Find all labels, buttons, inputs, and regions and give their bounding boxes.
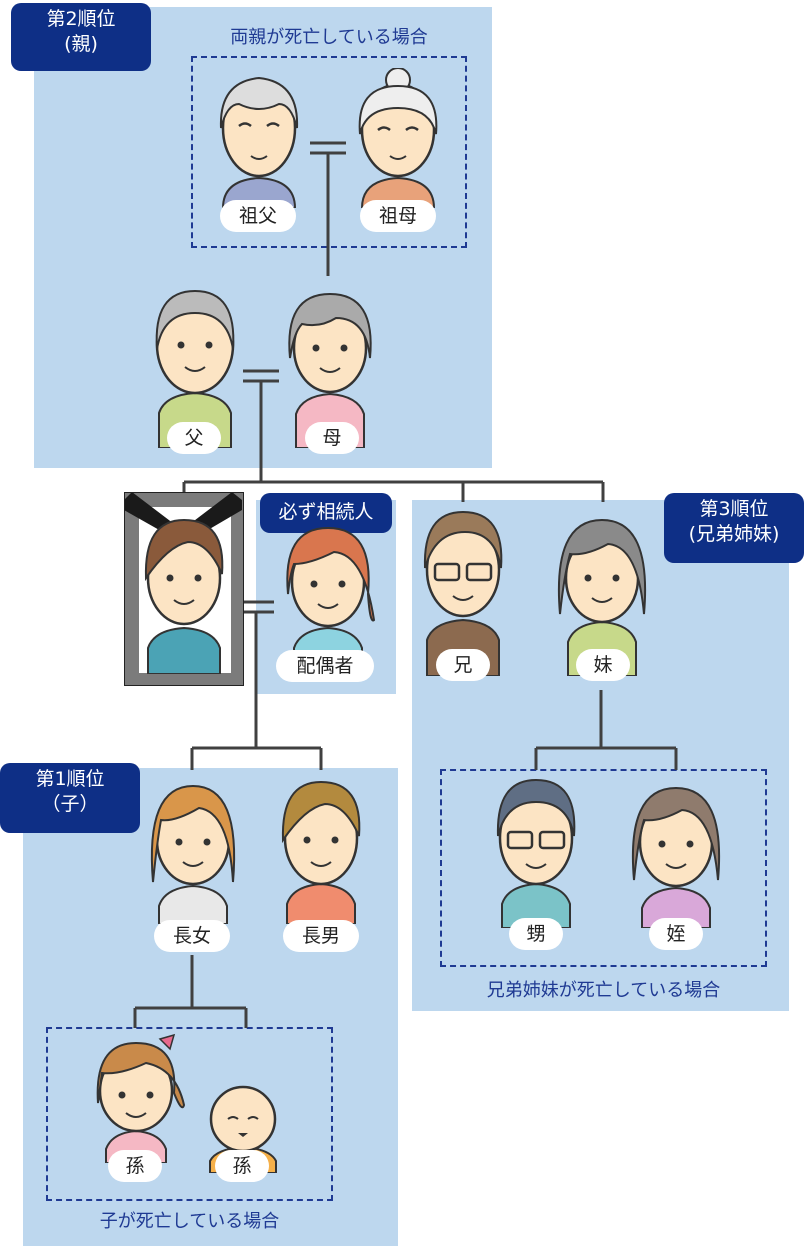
grandmother-illustration	[358, 68, 438, 208]
grandchildren-group	[46, 1027, 333, 1201]
label-older-brother: 兄	[436, 649, 490, 681]
eldest-son-illustration	[281, 780, 361, 924]
label-grandfather: 祖父	[220, 200, 296, 232]
rank3-badge: 第3順位(兄弟姉妹)	[664, 493, 804, 563]
label-eldest-son: 長男	[283, 920, 359, 952]
deceased-person-illustration	[144, 518, 224, 674]
niece-illustration	[631, 786, 721, 928]
label-spouse: 配偶者	[276, 650, 374, 682]
label-grandchild-2: 孫	[215, 1150, 269, 1182]
nephew-illustration	[496, 778, 576, 928]
mother-illustration	[288, 292, 372, 448]
label-father: 父	[167, 422, 221, 454]
label-grandmother: 祖母	[360, 200, 436, 232]
eldest-daughter-illustration	[150, 784, 236, 924]
grandchild-girl-illustration	[96, 1033, 186, 1163]
caption-siblings-deceased: 兄弟姉妹が死亡している場合	[486, 980, 721, 1001]
caption-parents-deceased: 両親が死亡している場合	[230, 27, 428, 48]
label-younger-sister: 妹	[576, 649, 630, 681]
rank2-badge: 第2順位(親)	[11, 3, 151, 71]
nephews-group	[440, 769, 767, 967]
label-niece: 姪	[649, 918, 703, 950]
label-grandchild-1: 孫	[108, 1150, 162, 1182]
spouse-illustration	[286, 526, 376, 664]
grandfather-illustration	[219, 76, 299, 208]
label-mother: 母	[305, 422, 359, 454]
caption-children-deceased: 子が死亡している場合	[99, 1211, 280, 1232]
label-nephew: 甥	[509, 918, 563, 950]
spouse-always-heir-badge: 必ず相続人	[260, 493, 392, 533]
label-eldest-daughter: 長女	[154, 920, 230, 952]
rank1-badge: 第1順位（子）	[0, 763, 140, 833]
